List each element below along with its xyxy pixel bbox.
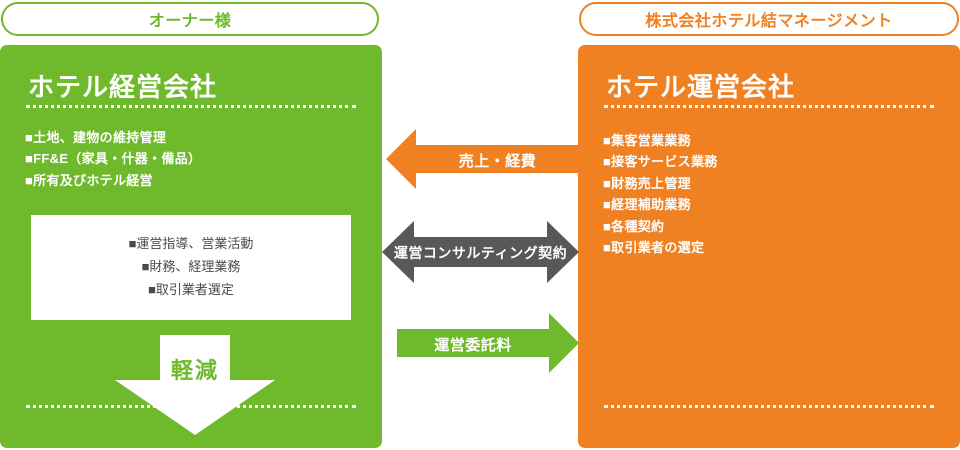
list-item: ■FF&E（家具・什器・備品） xyxy=(25,151,202,167)
arrow-revenue-expenses-label: 売上・経費 xyxy=(458,153,537,170)
arrow-management-consulting-contract: 運営コンサルティング契約 xyxy=(382,221,579,283)
list-item: ■土地、建物の維持管理 xyxy=(25,130,167,145)
bullet-list-right: ■集客営業業務 ■接客サービス業務 ■財務売上管理 ■経理補助業務 ■各種契約 … xyxy=(603,130,718,259)
delegated-tasks-box: ■運営指導、営業活動 ■財務、経理業務 ■取引業者選定 xyxy=(31,215,351,320)
divider-dotted-top-right xyxy=(604,105,934,108)
list-item: ■所有及びホテル経営 xyxy=(25,172,153,188)
tab-owner-label: オーナー様 xyxy=(148,13,232,30)
arrow-management-fee-label: 運営委託料 xyxy=(434,337,512,354)
bullet-list-left: ■土地、建物の維持管理 ■FF&E（家具・什器・備品） ■所有及びホテル経営 xyxy=(25,127,201,191)
arrow-management-fee: 運営委託料 xyxy=(397,313,579,373)
arrow-management-consulting-contract-label: 運営コンサルティング契約 xyxy=(393,245,568,261)
list-item: ■財務売上管理 xyxy=(603,175,691,191)
divider-dotted-bottom-right xyxy=(604,405,934,408)
tab-management-company[interactable]: 株式会社ホテル結マネージメント xyxy=(579,2,959,36)
list-item: ■財務、経理業務 xyxy=(141,259,241,275)
tab-owner[interactable]: オーナー様 xyxy=(1,2,379,36)
list-item: ■集客営業業務 xyxy=(603,133,691,148)
list-item: ■各種契約 xyxy=(603,218,665,234)
list-item: ■接客サービス業務 xyxy=(603,154,718,170)
list-item: ■運営指導、営業活動 xyxy=(128,236,254,252)
list-item: ■経理補助業務 xyxy=(603,197,691,213)
list-item: ■取引業者の選定 xyxy=(603,240,705,256)
divider-dotted-bottom-left xyxy=(26,405,356,408)
tab-management-company-label: 株式会社ホテル結マネージメント xyxy=(645,13,893,30)
list-item: ■取引業者選定 xyxy=(148,281,234,297)
panel-hotel-owner-company: ホテル経営会社 ■土地、建物の維持管理 ■FF&E（家具・什器・備品） ■所有及… xyxy=(0,45,382,448)
arrow-revenue-expenses: 売上・経費 xyxy=(386,129,579,189)
reduction-label: 軽減 xyxy=(170,358,219,383)
panel-right-title: ホテル運営会社 xyxy=(606,72,796,102)
panel-left-title: ホテル経営会社 xyxy=(28,72,218,102)
panel-hotel-operating-company: ホテル運営会社 ■集客営業業務 ■接客サービス業務 ■財務売上管理 ■経理補助業… xyxy=(578,45,960,448)
divider-dotted-top-left xyxy=(26,105,356,108)
reduction-down-arrow-icon: 軽減 xyxy=(115,335,275,435)
